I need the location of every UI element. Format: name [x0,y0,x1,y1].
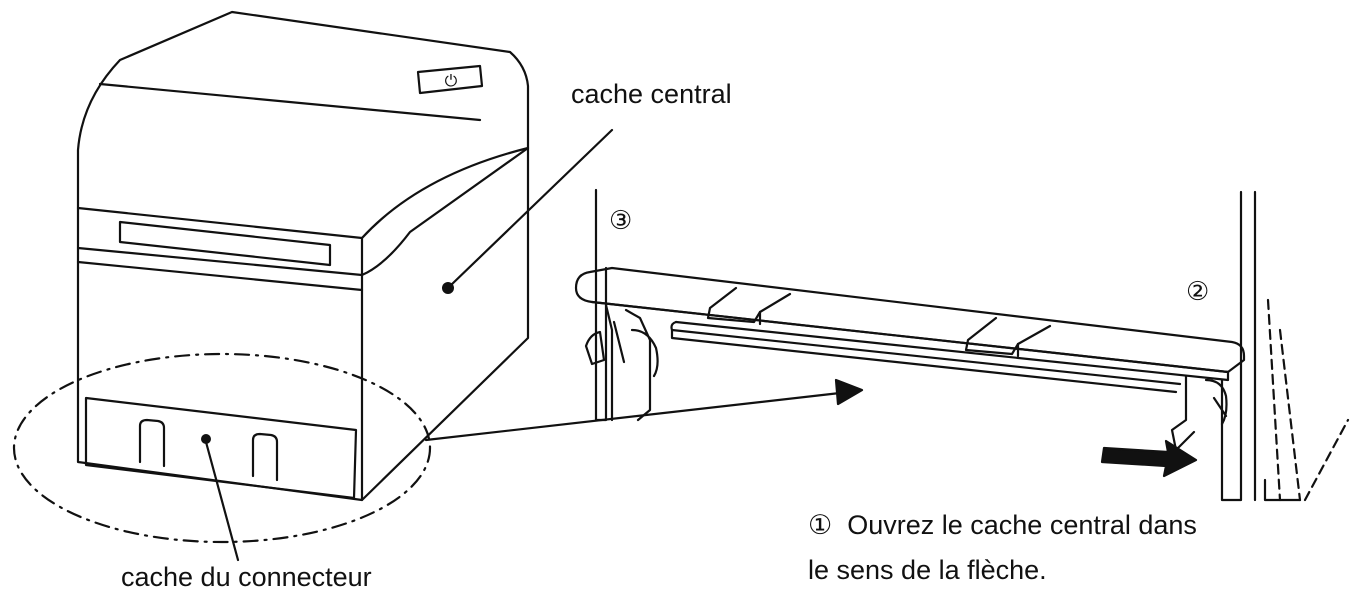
printer-top-ridge [98,82,482,122]
paper-slot [118,220,332,267]
left-hinge [604,303,659,422]
leader-line-center-cover [448,128,614,288]
leader-line-connector-cover [204,440,240,562]
printer: ⏻ [76,10,530,502]
step-3-marker: ③ [609,206,633,236]
right-frame [1220,190,1257,502]
power-button-icon: ⏻ [445,71,458,90]
zoom-arrow [424,378,864,442]
cover-rib-2 [964,316,1052,356]
open-direction-arrow [1100,439,1198,478]
left-frame [594,188,608,422]
connector-cover-marker [201,434,211,444]
printer-base-line [76,260,364,292]
printer-top-cover [76,10,530,277]
right-hinge [1170,374,1228,452]
printer-hood-seam [360,146,530,277]
right-frame-hidden-lines [1266,298,1350,502]
cover-top-surface [574,266,1246,374]
cover-front-edge [590,300,1230,382]
step-2-marker: ② [1186,277,1210,307]
step-1-marker: ① [808,510,833,540]
printer-side-face [360,146,530,502]
step-1-instruction-line-2: le sens de la flèche. [808,555,1047,585]
step-1-instruction-line-1: ① Ouvrez le cache central dans [808,508,1197,542]
detail-view [574,188,1350,502]
connector-cover-label: cache du connecteur [121,562,372,592]
printer-top-front-edge [76,206,364,240]
right-frame-edge [1263,478,1302,502]
step-1-text-line-1: Ouvrez le cache central dans [847,510,1197,540]
center-cover-part [574,266,1246,452]
power-button: ⏻ [416,64,484,95]
cover-rib-1 [706,286,792,324]
left-hinge-latch [584,330,606,366]
hinge-rod-lower [670,328,1178,394]
center-cover-label: cache central [571,79,732,109]
connector-cover [84,396,358,500]
hinge-rod [670,320,1182,386]
connector-highlight-ellipse [12,352,432,544]
